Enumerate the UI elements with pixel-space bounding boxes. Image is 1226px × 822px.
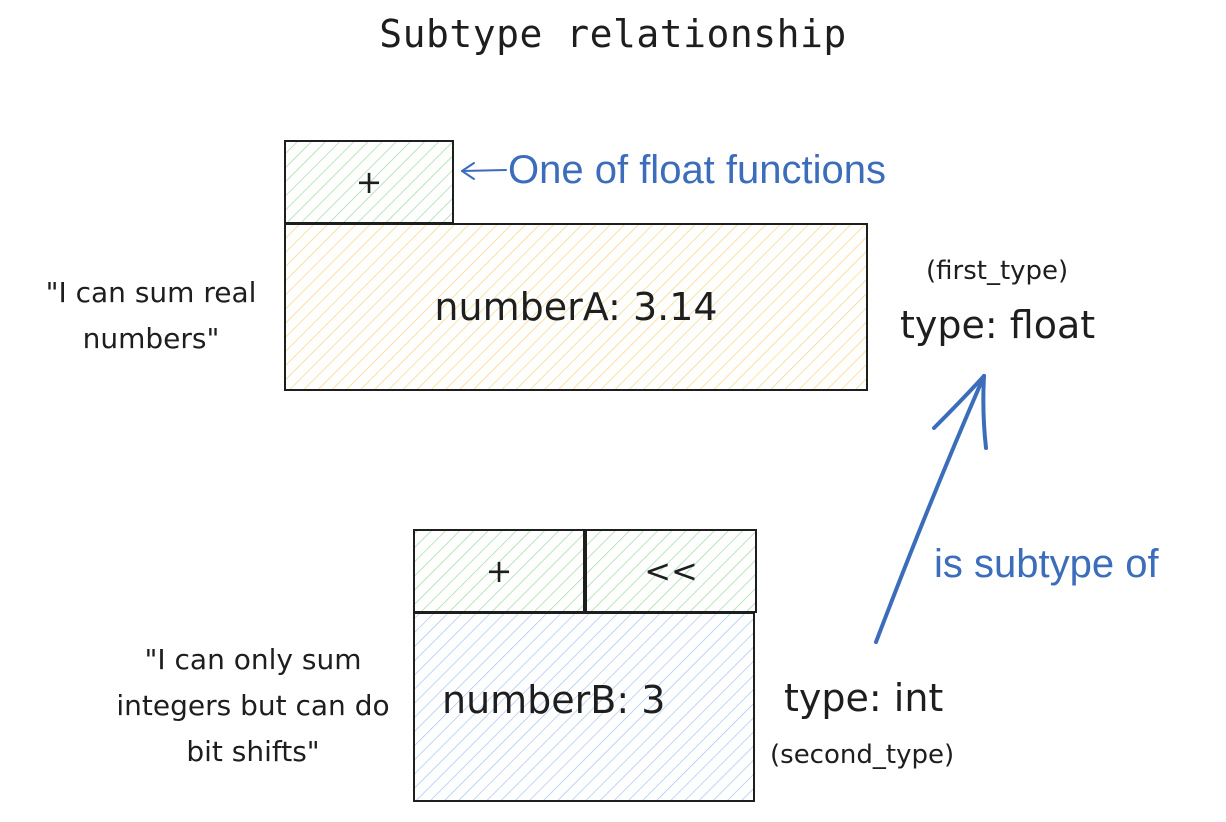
subtype-annotation: is subtype of [934, 542, 1159, 586]
float-value-box [284, 223, 868, 391]
float-type-name: (first_type) [926, 256, 1069, 286]
float-function-plus-label: + [355, 163, 383, 201]
float-function-box [284, 140, 454, 224]
float-type-label: type: float [900, 303, 1096, 347]
float-value-label: numberA: 3.14 [434, 285, 718, 329]
int-type-name: (second_type) [770, 740, 955, 770]
int-type-label: type: int [784, 676, 944, 720]
int-function-box-plus [413, 529, 585, 613]
float-function-annotation: One of float functions [508, 148, 887, 192]
float-function-arrow [461, 162, 507, 180]
float-quote: "I can sum real numbers" [45, 276, 257, 356]
int-function-plus-label: + [485, 552, 513, 590]
subtype-arrow [874, 374, 988, 644]
int-value-box [413, 612, 755, 802]
int-value-label: numberB: 3 [442, 678, 666, 722]
int-function-box-shift [585, 529, 757, 613]
int-function-shift-label: << [644, 552, 698, 590]
int-quote: "I can only sum integers but can do bit … [116, 643, 390, 769]
diagram-title: Subtype relationship [379, 12, 847, 56]
